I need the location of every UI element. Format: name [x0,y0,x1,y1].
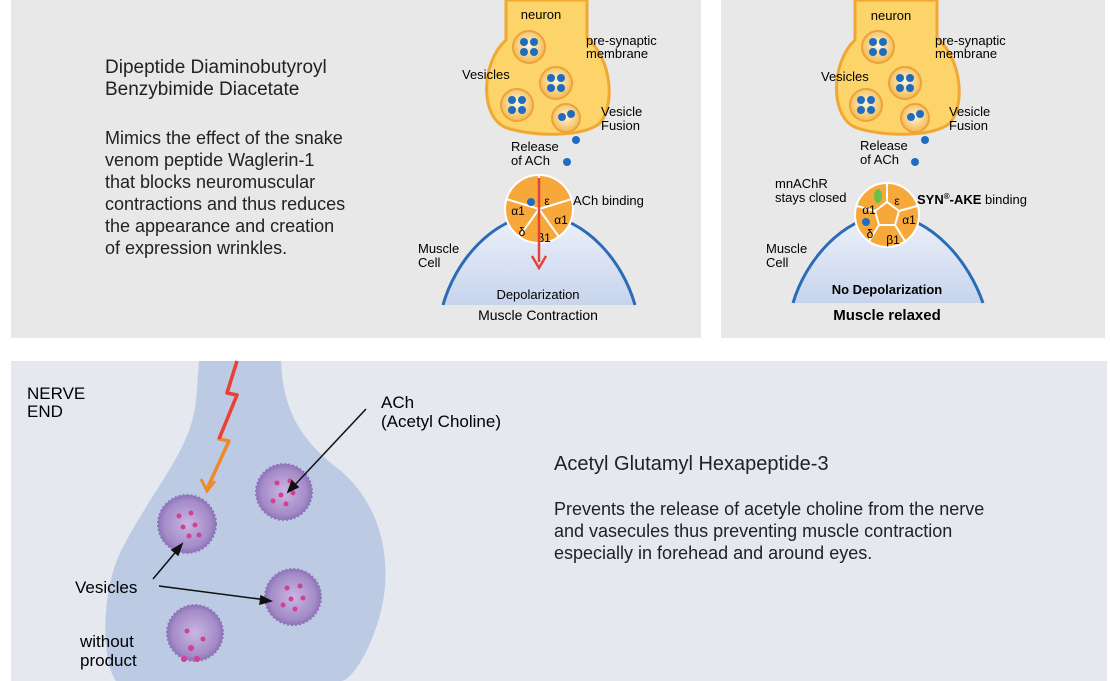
nerve-end [105,361,386,681]
no-depolarization-label: No Depolarization [832,282,943,297]
panel3-title: Acetyl Glutamyl Hexapeptide-3 [554,453,829,475]
vesicles-label: Vesicles [821,69,869,84]
nerve-end-label-2: END [27,402,63,421]
muscle-label-2: Cell [418,255,441,270]
receptor-a1-right: α1 [554,213,568,227]
mnachr-label: mnAChR [775,176,828,191]
vesicle-fusion-label: Vesicle [601,104,642,119]
vesicle [539,66,573,100]
muscle-cell [793,214,983,303]
muscle-label-2: Cell [766,255,789,270]
ach-label-2: (Acetyl Choline) [381,412,501,431]
neuron-label: neuron [871,8,911,23]
empty-vesicle [166,604,224,662]
panel1-title: Dipeptide Diaminobutyroyl Benzybimide Di… [105,57,327,100]
fusing-vesicle [900,103,930,133]
neuron-label: neuron [521,7,561,22]
without-product-label-2: product [80,651,137,670]
ach-molecule [572,136,580,144]
syn-ake-peptide [874,189,882,203]
syn-ake-label: SYN®-AKE binding [917,192,1027,207]
release-label-2: of ACh [860,152,899,167]
receptor-beta1: β1 [886,233,900,247]
vesicle [500,88,534,122]
ach-molecule [563,158,571,166]
vesicle [512,30,546,64]
vesicle [157,494,217,554]
signal-arrow [530,178,548,271]
without-product-label: without [79,632,134,651]
released-ach [194,656,200,662]
presynaptic-label: pre-synaptic [935,33,1006,48]
receptor-a1-right: α1 [902,213,916,227]
presynaptic-label: pre-synaptic [586,33,657,48]
vesicle [888,66,922,100]
nerve-end-label: NERVE [27,384,85,403]
fusing-vesicle [551,103,581,133]
receptor-epsilon: ε [894,194,900,208]
muscle-label: Muscle [418,241,459,256]
presynaptic-label-2: membrane [935,46,997,61]
vesicle-fusion-label-2: Fusion [949,118,988,133]
closed-receptor: α1 ε α1 δ β1 [854,182,920,248]
receptor-delta: δ [867,227,874,241]
ach-binding-label: ACh binding [573,193,644,208]
ach-molecule [921,136,929,144]
panel-hexapeptide: NERVE END ACh (Acetyl Choline) Vesicles … [11,360,1107,681]
vesicles-label: Vesicles [75,578,137,597]
panel3-description: Prevents the release of acetyle choline … [554,499,985,563]
panel-dipeptide: Dipeptide Diaminobutyroyl Benzybimide Di… [11,0,701,338]
release-label-2: of ACh [511,153,550,168]
receptor-delta: δ [519,225,526,239]
vesicle [861,30,895,64]
vesicle-fusion-label: Vesicle [949,104,990,119]
panel-syn-ake: neuron pre-synaptic membrane Vesicles Ve… [721,0,1105,338]
receptor-a1-left: α1 [862,203,876,217]
released-ach [188,645,194,651]
outcome-label: Muscle Contraction [478,307,598,323]
depolarization-label: Depolarization [496,287,579,302]
pointer-arrows [152,408,367,606]
neuromuscular-diagram-1: neuron pre-synaptic membrane Vesicles Ve… [418,0,657,323]
vesicle-fusion-label-2: Fusion [601,118,640,133]
outcome-label: Muscle relaxed [833,307,941,324]
release-label: Release [511,139,559,154]
panel1-description: Mimics the effect of the snake venom pep… [105,128,346,258]
muscle-label: Muscle [766,241,807,256]
ach-label: ACh [381,393,414,412]
vesicle [255,463,313,521]
mnachr-label-2: stays closed [775,190,847,205]
receptor-epsilon: ε [544,194,550,208]
receptor-a1-left: α1 [511,204,525,218]
vesicle [264,568,322,626]
vesicles-label: Vesicles [462,67,510,82]
released-ach [181,656,187,662]
nerve-end-diagram: NERVE END ACh (Acetyl Choline) Vesicles … [27,360,501,681]
ach-molecule [911,158,919,166]
neuromuscular-diagram-2: neuron pre-synaptic membrane Vesicles Ve… [766,0,1027,324]
presynaptic-label-2: membrane [586,46,648,61]
release-label: Release [860,138,908,153]
vesicle [849,88,883,122]
receptor-beta1: β1 [537,231,551,245]
